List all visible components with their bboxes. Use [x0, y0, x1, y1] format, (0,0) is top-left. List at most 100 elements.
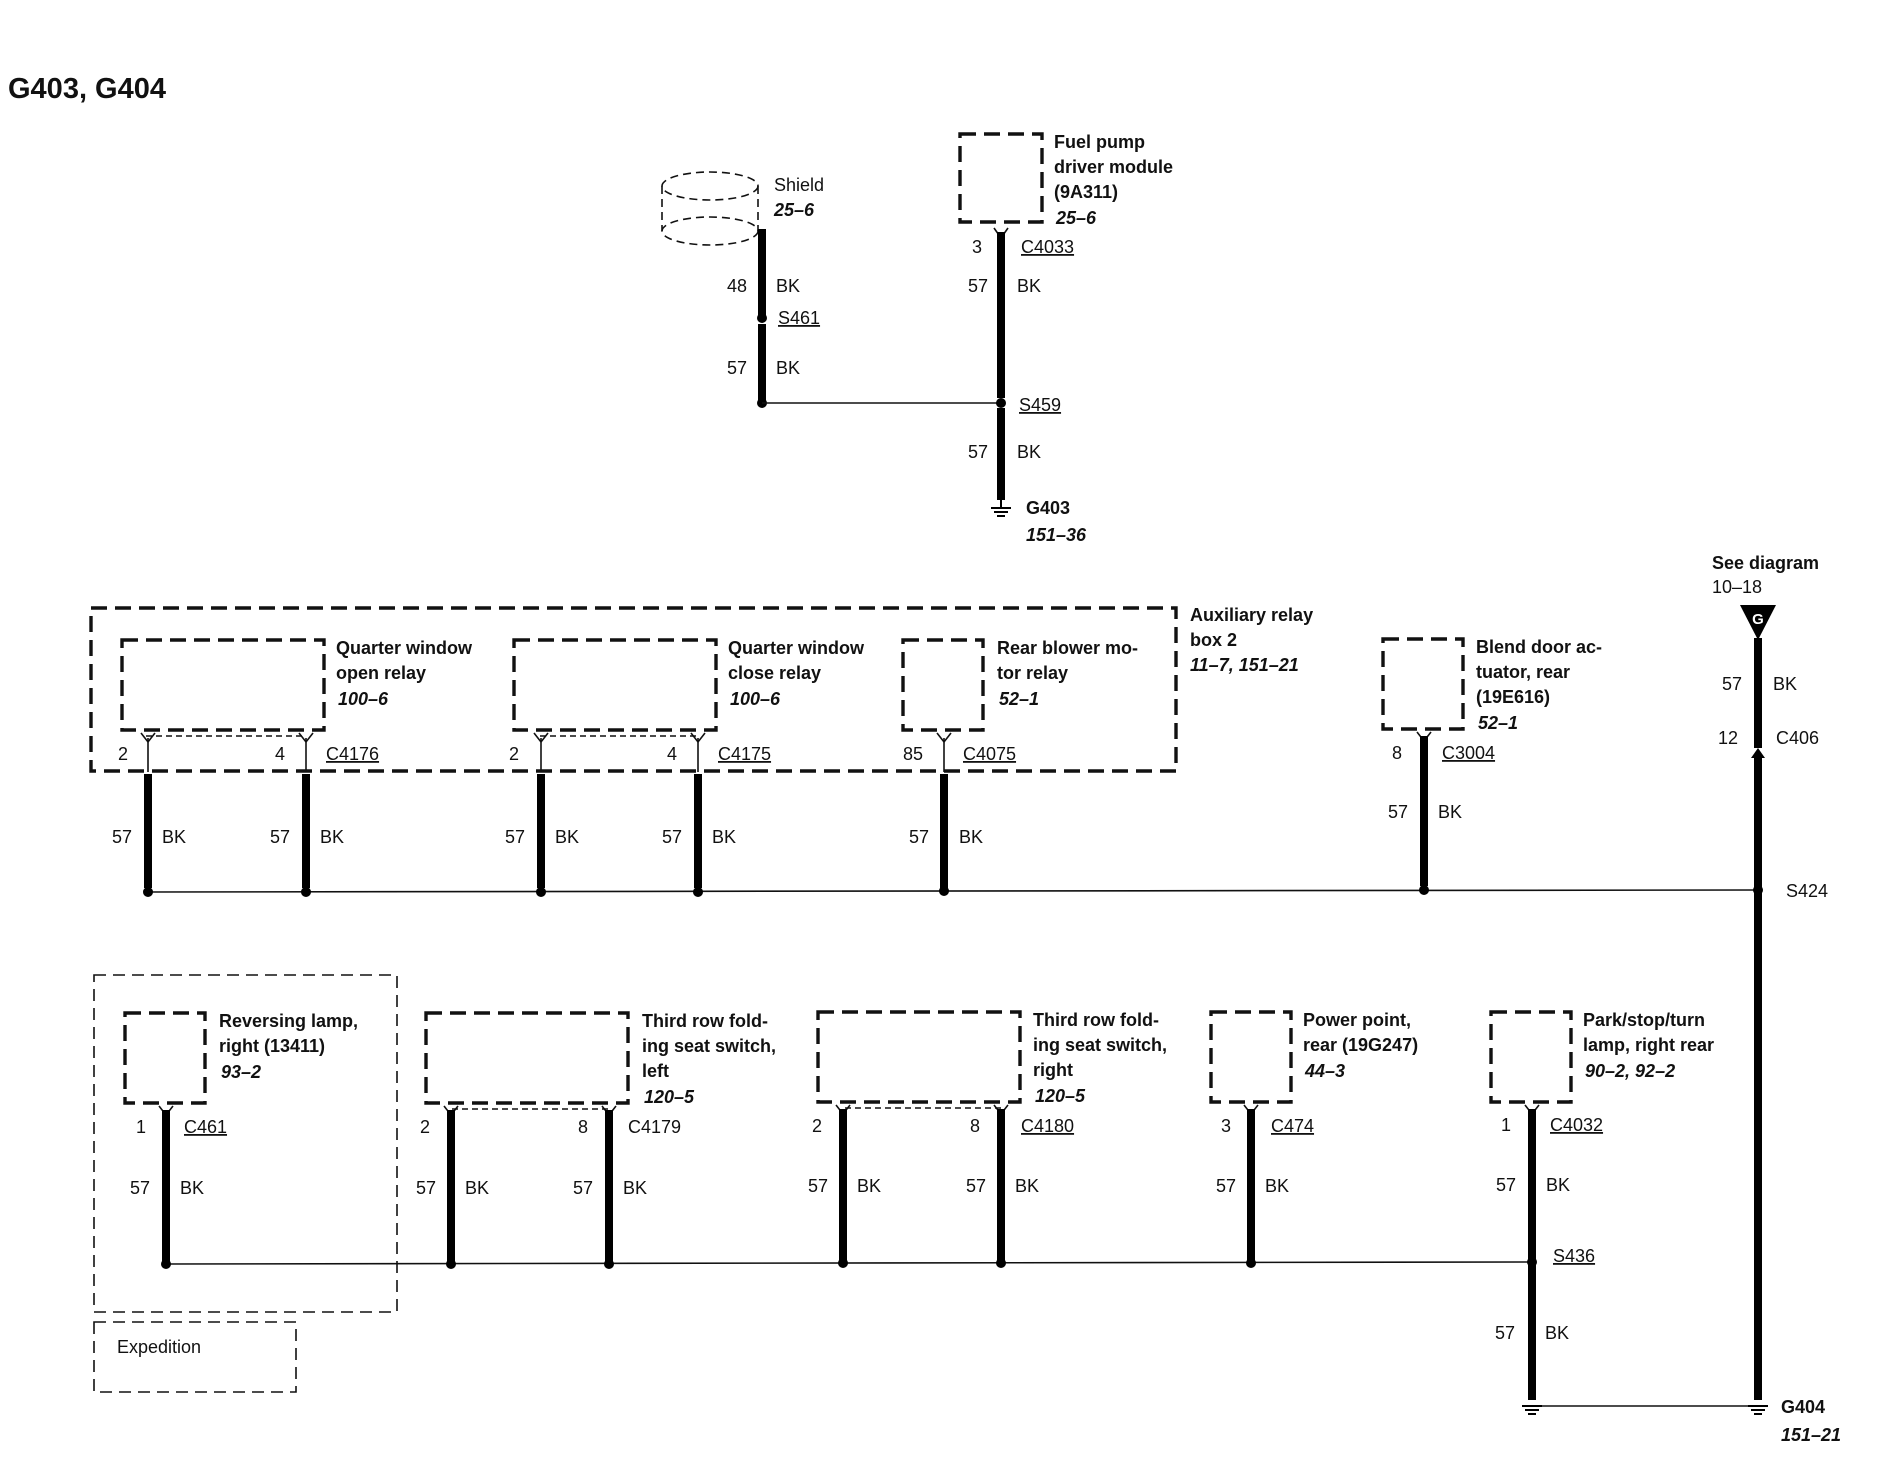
blend-door-label-2: tuator, rear — [1476, 662, 1570, 682]
c3004-label: C3004 — [1442, 743, 1495, 763]
power-point-pin: 3 — [1221, 1116, 1231, 1136]
g403-ref: 151–36 — [1026, 525, 1087, 545]
rear-blower-relay-box — [901, 638, 985, 732]
qw-open-gauge-a: 57 — [112, 827, 132, 847]
s424-dot-6 — [1419, 885, 1429, 895]
g403-ground-icon — [991, 500, 1011, 517]
seat-left-pin-b: 8 — [578, 1117, 588, 1137]
s461-splice-dot — [757, 313, 767, 323]
expedition-label: Expedition — [117, 1337, 201, 1357]
qw-close-ref: 100–6 — [730, 689, 781, 709]
s436-dot-6 — [1246, 1258, 1256, 1268]
qw-open-ref: 100–6 — [338, 689, 389, 709]
seat-left-pin-a: 2 — [420, 1117, 430, 1137]
seat-left-label-3: left — [642, 1061, 669, 1081]
rear-blower-pin: 85 — [903, 744, 923, 764]
shield-ref: 25–6 — [773, 200, 815, 220]
park-lamp-label-1: Park/stop/turn — [1583, 1010, 1705, 1030]
auxiliary-relay-box-outline — [89, 606, 1178, 773]
expedition-region-outline — [93, 974, 398, 1313]
seat-left-gauge-b: 57 — [573, 1178, 593, 1198]
qw-open-relay-box — [120, 638, 326, 732]
s461-label: S461 — [778, 308, 820, 328]
power-point-label-2: rear (19G247) — [1303, 1035, 1418, 1055]
s424-dot-4 — [693, 887, 703, 897]
fuel-pump-label-2: driver module — [1054, 157, 1173, 177]
seat-right-pin-b: 8 — [970, 1116, 980, 1136]
see-diagram-gauge: 57 — [1722, 674, 1742, 694]
qw-open-label-2: open relay — [336, 663, 426, 683]
s436-label: S436 — [1553, 1246, 1595, 1266]
shield-label: Shield — [774, 175, 824, 195]
fuel-pump-module-box — [958, 132, 1044, 224]
rear-blower-gauge: 57 — [909, 827, 929, 847]
qw-close-gauge-b: 57 — [662, 827, 682, 847]
c4075-label: C4075 — [963, 744, 1016, 764]
seat-right-color-a: BK — [857, 1176, 881, 1196]
qw-open-pin-a: 2 — [118, 744, 128, 764]
c406-pin: 12 — [1718, 728, 1738, 748]
power-point-box — [1209, 1010, 1293, 1104]
blend-door-pin: 8 — [1392, 743, 1402, 763]
c474-label: C474 — [1271, 1116, 1314, 1136]
g-connector-icon: G — [1740, 605, 1776, 640]
rear-blower-ref: 52–1 — [999, 689, 1039, 709]
c4180-label: C4180 — [1021, 1116, 1074, 1136]
shield-color-1: BK — [776, 276, 800, 296]
seat-right-pin-a: 2 — [812, 1116, 822, 1136]
g-connector-letter: G — [1752, 611, 1764, 628]
park-lamp-pin: 1 — [1501, 1115, 1511, 1135]
seat-left-color-b: BK — [623, 1178, 647, 1198]
s436-gauge: 57 — [1495, 1323, 1515, 1343]
g404-ref: 151–21 — [1781, 1425, 1841, 1445]
s436-splice-dot — [1527, 1257, 1537, 1267]
seat-left-ref: 120–5 — [644, 1087, 695, 1107]
s459-splice-dot — [996, 398, 1006, 408]
c461-label: C461 — [184, 1117, 227, 1137]
shield-symbol — [661, 171, 759, 246]
reversing-pin: 1 — [136, 1117, 146, 1137]
s424-dot-2 — [301, 887, 311, 897]
c406-label: C406 — [1776, 728, 1819, 748]
power-point-ref: 44–3 — [1304, 1061, 1345, 1081]
fuel-pump-label-3: (9A311) — [1054, 182, 1118, 202]
fuel-pump-pin: 3 — [972, 237, 982, 257]
rear-blower-color: BK — [959, 827, 983, 847]
blend-door-color: BK — [1438, 802, 1462, 822]
see-diagram-label: See diagram — [1712, 553, 1819, 573]
park-lamp-color: BK — [1546, 1175, 1570, 1195]
shield-gauge-2: 57 — [727, 358, 747, 378]
reversing-lamp-box — [123, 1011, 207, 1105]
rear-blower-label-1: Rear blower mo- — [997, 638, 1138, 658]
aux-box-label-2: box 2 — [1190, 630, 1237, 650]
qw-close-relay-box — [512, 638, 718, 732]
blend-door-label-3: (19E616) — [1476, 687, 1550, 707]
seat-right-gauge-a: 57 — [808, 1176, 828, 1196]
power-point-label-1: Power point, — [1303, 1010, 1411, 1030]
see-diagram-ref: 10–18 — [1712, 577, 1762, 597]
seat-right-gauge-b: 57 — [966, 1176, 986, 1196]
qw-open-gauge-b: 57 — [270, 827, 290, 847]
qw-open-pin-b: 4 — [275, 744, 285, 764]
seat-left-label-1: Third row fold- — [642, 1011, 768, 1031]
fuel-pump-color: BK — [1017, 276, 1041, 296]
rear-blower-label-2: tor relay — [997, 663, 1068, 683]
qw-close-color-b: BK — [712, 827, 736, 847]
s436-color: BK — [1545, 1323, 1569, 1343]
s436-bus-wire — [165, 1261, 1533, 1265]
s424-bus-wire — [147, 889, 1759, 893]
seat-left-label-2: ing seat switch, — [642, 1036, 776, 1056]
s459-color: BK — [1017, 442, 1041, 462]
qw-close-pin-a: 2 — [509, 744, 519, 764]
seat-switch-left-box — [424, 1011, 630, 1105]
s459-label: S459 — [1019, 395, 1061, 415]
seat-right-ref: 120–5 — [1035, 1086, 1086, 1106]
reversing-label-1: Reversing lamp, — [219, 1011, 358, 1031]
c4032-label: C4032 — [1550, 1115, 1603, 1135]
s424-label: S424 — [1786, 881, 1828, 901]
reversing-label-2: right (13411) — [219, 1036, 325, 1056]
qw-close-label-2: close relay — [728, 663, 821, 683]
qw-open-color-a: BK — [162, 827, 186, 847]
c4175-label: C4175 — [718, 744, 771, 764]
qw-open-color-b: BK — [320, 827, 344, 847]
